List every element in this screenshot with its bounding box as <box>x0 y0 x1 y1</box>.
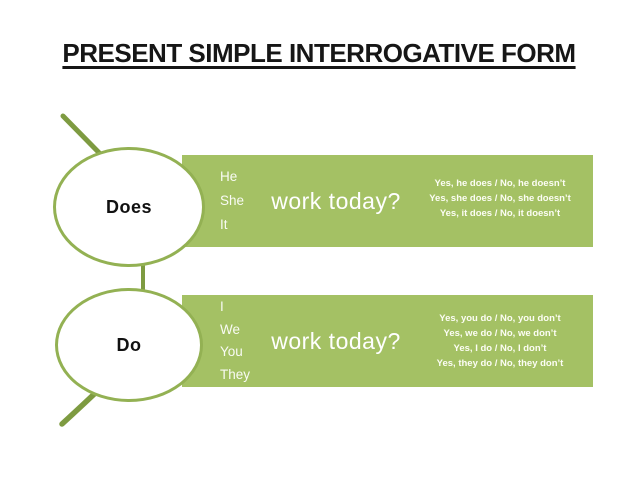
do-question-text: work today? <box>271 328 401 354</box>
answer-item: Yes, she does / No, she doesn’t <box>429 193 571 204</box>
do-circle: Do <box>55 288 203 402</box>
does-circle: Does <box>53 147 205 267</box>
answer-item: Yes, I do / No, I don’t <box>453 343 547 354</box>
pronoun-item: I <box>220 299 224 314</box>
page-title: PRESENT SIMPLE INTERROGATIVE FORM <box>0 38 638 69</box>
page-title-text: PRESENT SIMPLE INTERROGATIVE FORM <box>62 38 576 68</box>
does-row-bar: He She It work today? Yes, he does / No,… <box>182 155 593 247</box>
pronoun-item: It <box>220 217 228 232</box>
do-pronoun-list: I We You They <box>220 296 250 386</box>
does-auxiliary-label: Does <box>105 196 152 217</box>
pronoun-item: We <box>220 321 241 337</box>
does-question-text: work today? <box>271 188 401 214</box>
answer-item: Yes, you do / No, you don’t <box>439 313 561 324</box>
do-auxiliary-label: Do <box>116 334 142 355</box>
does-answers-list: Yes, he does / No, he doesn’t Yes, she d… <box>410 176 590 221</box>
pronoun-item: They <box>220 366 251 382</box>
do-row-bar: I We You They work today? Yes, you do / … <box>182 295 593 387</box>
pronoun-item: He <box>220 169 238 184</box>
does-pronoun-list: He She It <box>220 165 244 237</box>
answer-item: Yes, they do / No, they don’t <box>436 358 564 369</box>
answer-item: Yes, we do / No, we don’t <box>443 328 557 339</box>
pronoun-item: She <box>220 193 245 208</box>
do-answers-list: Yes, you do / No, you don’t Yes, we do /… <box>410 311 590 371</box>
answer-item: Yes, he does / No, he doesn’t <box>434 178 566 189</box>
answer-item: Yes, it does / No, it doesn’t <box>439 208 561 219</box>
pronoun-item: You <box>220 344 243 359</box>
